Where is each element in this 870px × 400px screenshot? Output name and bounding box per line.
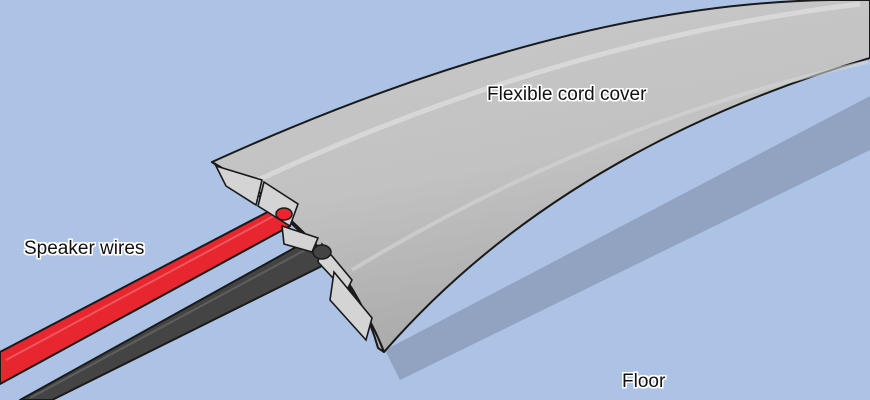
floor-label: Floor <box>622 371 666 392</box>
cover-ribs <box>214 164 373 342</box>
flexible-cord-cover <box>211 0 870 353</box>
cover-shadow <box>385 96 870 380</box>
red-wire-channel <box>275 207 293 221</box>
black-wire-channel <box>312 244 332 260</box>
cord-cover-label: Flexible cord cover <box>487 84 647 105</box>
speaker-wires-label: Speaker wires <box>24 238 145 259</box>
